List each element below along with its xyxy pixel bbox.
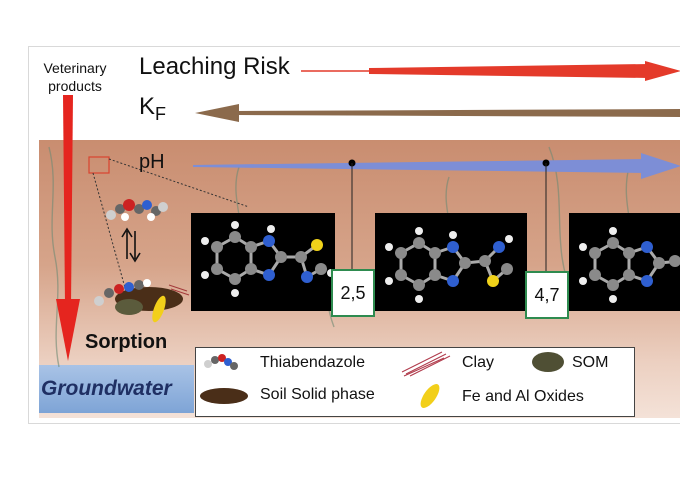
ph-value-box-2: 4,7 [525, 271, 569, 319]
kf-label: KF [139, 93, 166, 125]
sorbed-complex [94, 279, 190, 323]
kf-arrow [195, 104, 680, 122]
clay-legend-icon [401, 351, 451, 377]
molecule-image-1 [191, 213, 335, 311]
legend: Thiabendazole Clay SOM Soil Solid phase … [195, 347, 635, 417]
legend-soil-solid-phase: Soil Solid phase [260, 386, 375, 403]
figure-panel: 2,5 4,7 Veterinary products Leaching Ris… [28, 46, 680, 424]
thiabendazole-legend-icon [204, 354, 238, 370]
diagram-graphics [48, 61, 680, 368]
ph-label: pH [139, 151, 165, 173]
legend-symbols [200, 351, 564, 408]
groundwater-layer [39, 365, 194, 413]
legend-fe-al-oxides: Fe and Al Oxides [462, 388, 584, 405]
vertical-leaching-arrow [56, 95, 80, 361]
ph-arrow [193, 153, 680, 271]
molecule-models [201, 221, 680, 303]
legend-thiabendazole: Thiabendazole [260, 354, 365, 371]
kf-main: K [139, 93, 156, 120]
veterinary-products-label: Veterinary products [43, 60, 107, 94]
leaching-risk-label: Leaching Risk [139, 53, 290, 80]
ph-value-1: 2,5 [340, 282, 366, 303]
ph-value-2: 4,7 [534, 284, 560, 305]
fe-al-oxides-legend-icon [420, 384, 440, 408]
legend-clay: Clay [462, 354, 495, 371]
exchange-double-arrow [121, 227, 141, 263]
kf-subscript: F [155, 104, 167, 124]
free-thiabendazole-molecule [106, 199, 168, 221]
ph-value-box-1: 2,5 [331, 269, 375, 317]
sorption-label: Sorption [85, 331, 168, 353]
legend-som: SOM [572, 354, 609, 371]
som-legend-icon [532, 352, 564, 372]
groundwater-label: Groundwater [41, 377, 172, 400]
soil-solid-phase-legend-icon [200, 388, 248, 404]
leaching-risk-arrow [301, 61, 680, 81]
